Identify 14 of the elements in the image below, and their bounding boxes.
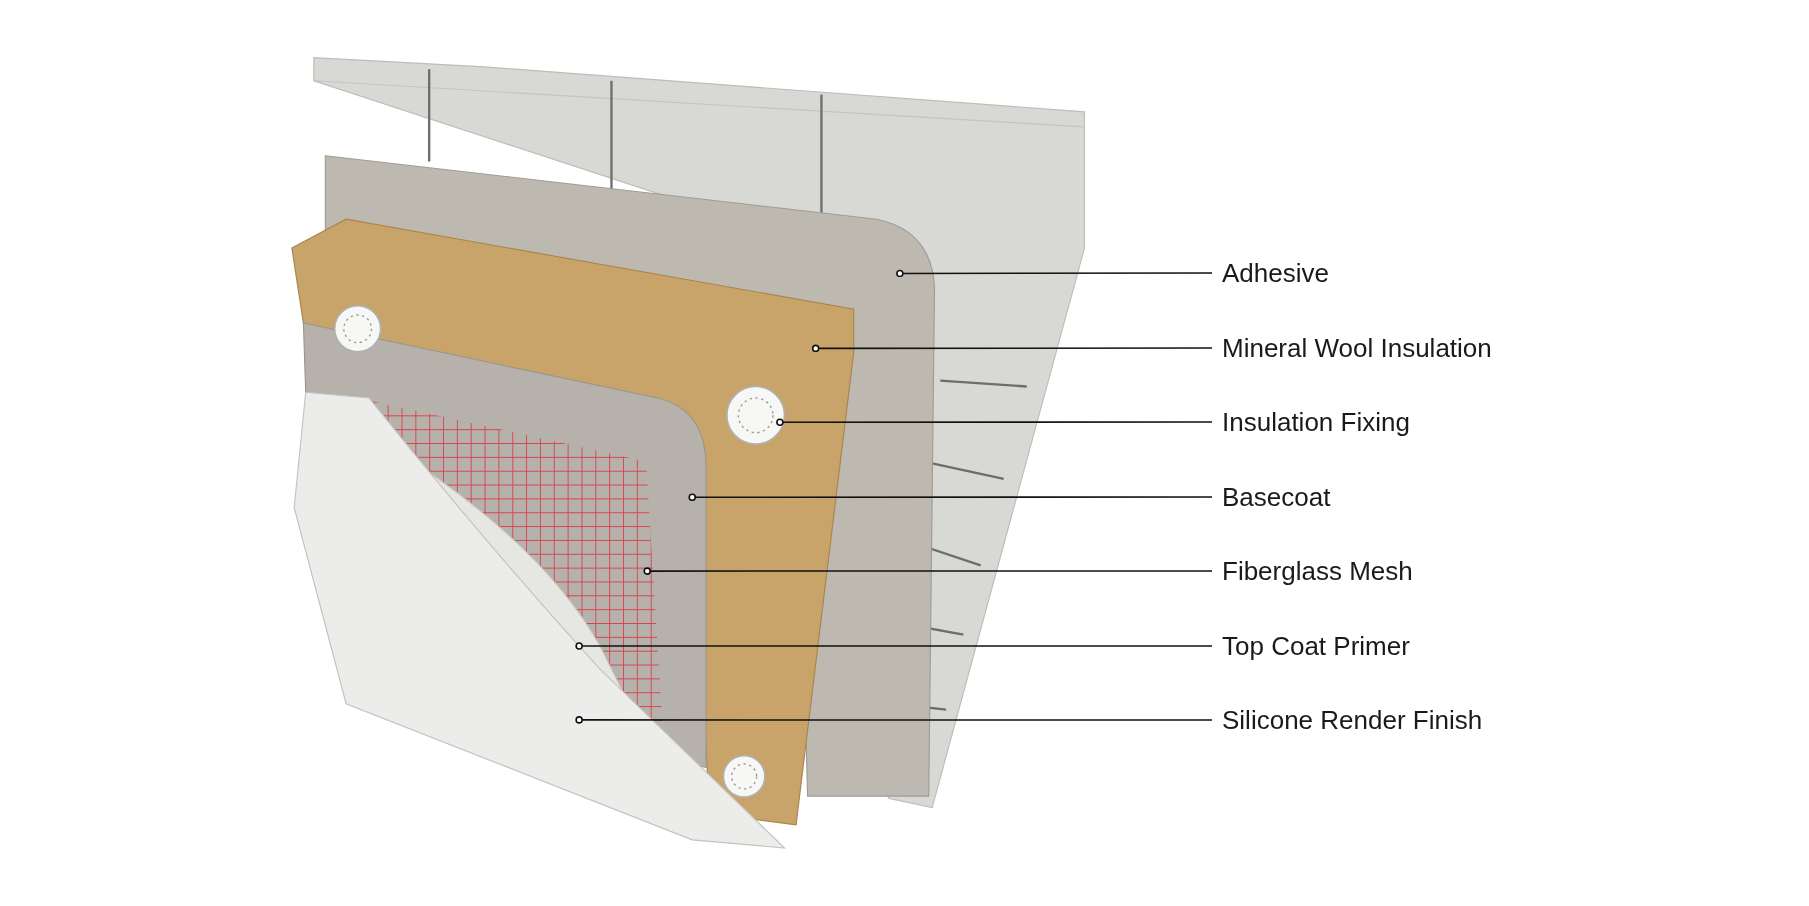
leader-line [811,344,1213,353]
layer-label: Fiberglass Mesh [1222,556,1413,586]
layer-label: Top Coat Primer [1222,631,1410,661]
leader-line [575,716,1213,724]
leader-line [896,269,1213,278]
leader-line [688,493,1213,502]
layer-label: Mineral Wool Insulation [1222,333,1492,363]
layer-label: Basecoat [1222,482,1331,512]
leader-line [643,567,1213,575]
leader-line [776,418,1213,427]
layer-label: Silicone Render Finish [1222,705,1483,735]
layer-label: Adhesive [1222,258,1329,288]
layer-label: Insulation Fixing [1222,407,1410,437]
leader-line [575,642,1213,650]
